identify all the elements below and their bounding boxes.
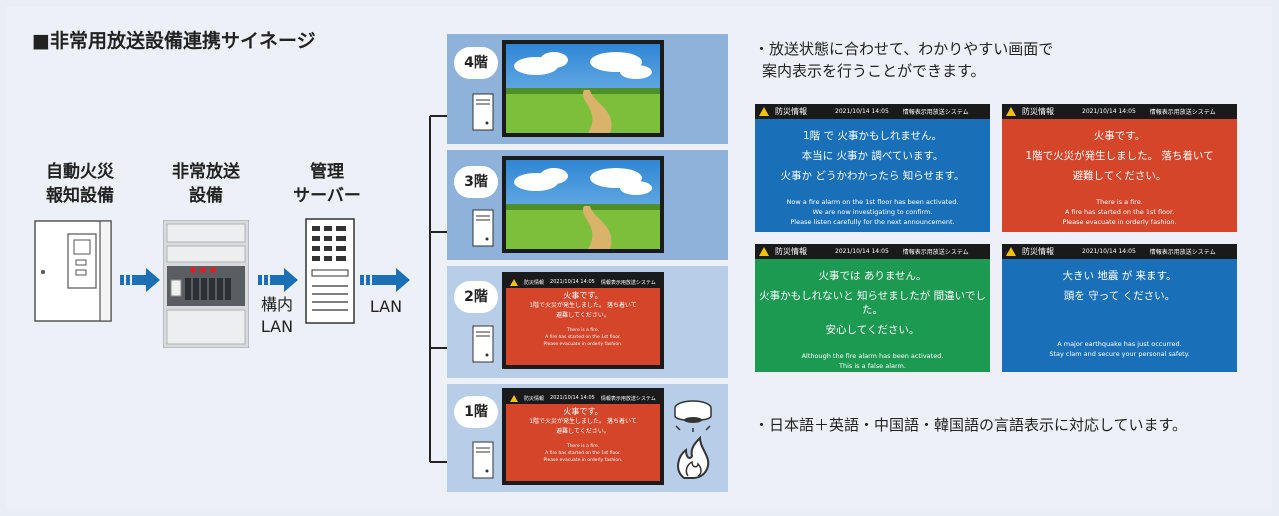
fire-alarm-label: 自動火災 報知設備 [46, 162, 114, 206]
signage-header: 防災情報 2021/10/14 14:05 情報表示用放送システム [1002, 104, 1237, 119]
signage-example-screen: 防災情報 2021/10/14 14:05 情報表示用放送システム火事では ありませ… [755, 244, 990, 372]
warning-icon [510, 394, 518, 402]
signage-jp-line: 大きい 地震 が 来ます。 [1062, 270, 1177, 282]
signage-en-line: Now a fire alarm on the 1st floor has be… [786, 198, 959, 206]
signage-jp-line: 火事です。 [1093, 130, 1146, 142]
signage-title: 防災情報 [775, 107, 807, 116]
signage-system-name: 情報表示用放送システム [1149, 249, 1216, 256]
signage-en-line: Please listen carefully for the next ann… [790, 218, 955, 226]
signage-jp-line: 火事か どうかわかったら 知らせます。 [780, 170, 965, 182]
signage-en-line: This is a false alarm. [839, 362, 906, 370]
language-note: ・日本語＋英語・中国語・韓国語の言語表示に対応しています。 [754, 416, 1188, 434]
signage-header: 防災情報 2021/10/14 14:05 情報表示用放送システム [755, 104, 990, 119]
signage-body: 大きい 地震 が 来ます。頭を 守って ください。 A major earthqu… [1002, 259, 1237, 372]
floor-label: 3階 [454, 166, 498, 198]
signage-jp-line: 火事かもしれないと 知らせましたが 間違いでした。 [759, 290, 986, 316]
media-player-icon [472, 209, 494, 247]
diagram-title: ■非常用放送設備連携サイネージ [32, 30, 316, 52]
signage-title: 防災情報 [1022, 247, 1054, 256]
signage-system-name: 情報表示用放送システム [902, 249, 969, 256]
signage-jp-line: 1階 で 火事かもしれません。 [802, 130, 943, 142]
signage-header: 防災情報 2021/10/14 14:05 情報表示用放送システム [1002, 244, 1237, 259]
signage-title: 防災情報 [775, 247, 807, 256]
fire-alarm-panel-icon [34, 220, 112, 322]
warning-icon [1006, 107, 1016, 116]
signage-jp-line: 安心してください。 [825, 324, 920, 336]
arrow-icon [360, 268, 410, 292]
signage-en-line: Stay clam and secure your personal safet… [1049, 350, 1190, 358]
signage-en-line: A major earthquake has just occurred. [1057, 340, 1182, 348]
floor-label: 1階 [454, 396, 498, 428]
warning-icon [1006, 247, 1016, 256]
signage-system-name: 情報表示用放送システム [902, 109, 969, 116]
signage-example-screen: 防災情報 2021/10/14 14:05 情報表示用放送システム 1階 で 火事かも… [755, 104, 990, 232]
smoke-detector-fire-icon [674, 400, 712, 479]
alert-screen: 防災情報 2021/10/14 14:05 情報表示用放送システム 火事です。 … [506, 276, 660, 365]
signage-body: 1階 で 火事かもしれません。本当に 火事か 調べています。火事か どうかわかっ… [755, 119, 990, 232]
server-label: 管理 サーバー [293, 162, 361, 206]
signage-en-line: We are now investigating to confirm. [812, 208, 933, 216]
signage-body: 火事です。 1階で火災が発生しました。 落ち着いて避難してください。 There i… [1002, 119, 1237, 232]
floor-display [502, 40, 664, 137]
signage-example-screen: 防災情報 2021/10/14 14:05 情報表示用放送システム火事です。 1階で火… [1002, 104, 1237, 232]
floor-display: 防災情報 2021/10/14 14:05 情報表示用放送システム 火事です。 … [502, 388, 664, 485]
media-player-icon [472, 441, 494, 479]
floor-label: 4階 [454, 47, 498, 79]
warning-icon [759, 107, 769, 116]
signage-en-line: No trouble was found. Please disregard. [755, 371, 990, 372]
signage-example-screen: 防災情報 2021/10/14 14:05 情報表示用放送システム大きい 地震 が … [1002, 244, 1237, 372]
broadcast-rack-icon [163, 220, 249, 348]
signage-jp-line: 本当に 火事か 調べています。 [801, 150, 944, 162]
signage-body: 火事では ありません。火事かもしれないと 知らせましたが 間違いでした。安心して… [755, 259, 990, 372]
alert-screen: 防災情報 2021/10/14 14:05 情報表示用放送システム 火事です。 … [506, 392, 660, 481]
lan-label: LAN [369, 297, 403, 316]
feature-note: ・放送状態に合わせて、わかりやすい画面で 案内表示を行うことができます。 [754, 40, 1054, 80]
media-player-icon [472, 93, 494, 131]
warning-icon [510, 278, 518, 286]
signage-en-line: A fire has started on the 1st floor. [1064, 208, 1175, 216]
signage-datetime: 2021/10/14 14:05 [1082, 248, 1136, 255]
internal-lan-label: 構内 LAN [260, 295, 294, 336]
landscape-image [506, 44, 660, 133]
signage-en-line: There is a fire. [1096, 198, 1143, 206]
floor-display: 防災情報 2021/10/14 14:05 情報表示用放送システム 火事です。 … [502, 272, 664, 369]
signage-datetime: 2021/10/14 14:05 [835, 108, 889, 115]
signage-en-line: Please evacuate in orderly fashion. [1062, 218, 1177, 226]
signage-jp-line: 火事では ありません。 [818, 270, 927, 282]
signage-datetime: 2021/10/14 14:05 [1082, 108, 1136, 115]
floor-display [502, 156, 664, 253]
signage-title: 防災情報 [1022, 107, 1054, 116]
warning-icon [759, 247, 769, 256]
landscape-image [506, 160, 660, 249]
signage-jp-line: 頭を 守って ください。 [1063, 290, 1176, 302]
signage-jp-line: 避難してください。 [1072, 170, 1167, 182]
arrow-icon [258, 268, 298, 292]
signage-jp-line: 1階で火災が発生しました。 落ち着いて [1025, 150, 1214, 162]
broadcast-equipment-label: 非常放送 設備 [172, 162, 240, 206]
arrow-icon [120, 268, 160, 292]
signage-en-line: Although the fire alarm has been activat… [801, 352, 944, 360]
signage-header: 防災情報 2021/10/14 14:05 情報表示用放送システム [755, 244, 990, 259]
signage-datetime: 2021/10/14 14:05 [835, 248, 889, 255]
floor-label: 2階 [454, 281, 498, 313]
signage-system-name: 情報表示用放送システム [1149, 109, 1216, 116]
media-player-icon [472, 325, 494, 363]
server-icon [305, 218, 355, 324]
